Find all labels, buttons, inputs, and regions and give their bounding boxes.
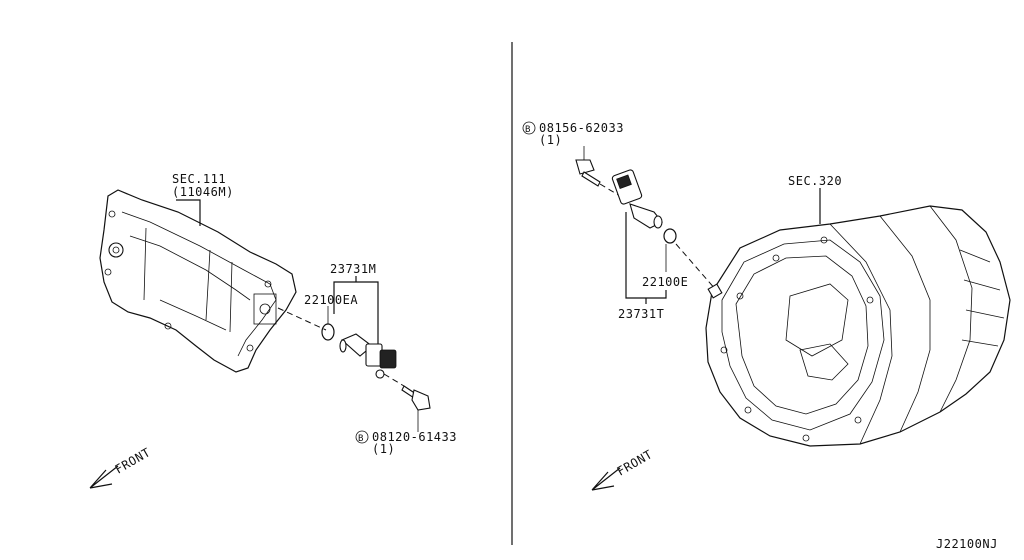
leader-sec111 bbox=[176, 199, 201, 226]
bolt-left-label: 08120-61433 bbox=[372, 430, 457, 444]
sensor-left-label: 23731M bbox=[330, 262, 376, 276]
oring-right-label: 22100E bbox=[642, 275, 688, 289]
bolt-marker-right-text: B bbox=[525, 125, 531, 135]
sec320-label: SEC.320 bbox=[788, 174, 842, 188]
bolt-right-qty: (1) bbox=[539, 133, 562, 147]
bolt-right bbox=[575, 159, 601, 187]
front-arrow-left bbox=[89, 465, 119, 489]
diagram-code: J22100NJ bbox=[936, 537, 998, 551]
assembly-axis-left bbox=[277, 307, 327, 331]
oring-left-label: 22100EA bbox=[304, 293, 358, 307]
sensor-left bbox=[339, 333, 397, 379]
oring-right bbox=[663, 228, 677, 244]
bolt-marker-right bbox=[522, 121, 536, 135]
front-arrow-right bbox=[591, 467, 621, 491]
sec111-label: SEC.111 bbox=[172, 172, 226, 186]
bolt-axis-left bbox=[383, 373, 405, 387]
assembly-axis-right bbox=[675, 243, 717, 291]
bolt-left bbox=[401, 385, 431, 411]
sensor-right-label: 23731T bbox=[618, 307, 664, 321]
bolt-left-qty: (1) bbox=[372, 442, 395, 456]
bolt-marker-left-text: B bbox=[358, 434, 364, 444]
bolt-marker-left bbox=[355, 430, 369, 444]
front-label-left: FRONT bbox=[113, 445, 153, 476]
oring-left bbox=[321, 323, 335, 341]
engine-housing-cover bbox=[99, 189, 297, 373]
sensor-right bbox=[611, 169, 663, 229]
front-label-right: FRONT bbox=[615, 447, 655, 478]
transmission-case bbox=[705, 205, 1011, 447]
sec111-code: (11046M) bbox=[172, 185, 234, 199]
bolt-axis-right bbox=[599, 183, 621, 197]
bolt-right-label: 08156-62033 bbox=[539, 121, 624, 135]
